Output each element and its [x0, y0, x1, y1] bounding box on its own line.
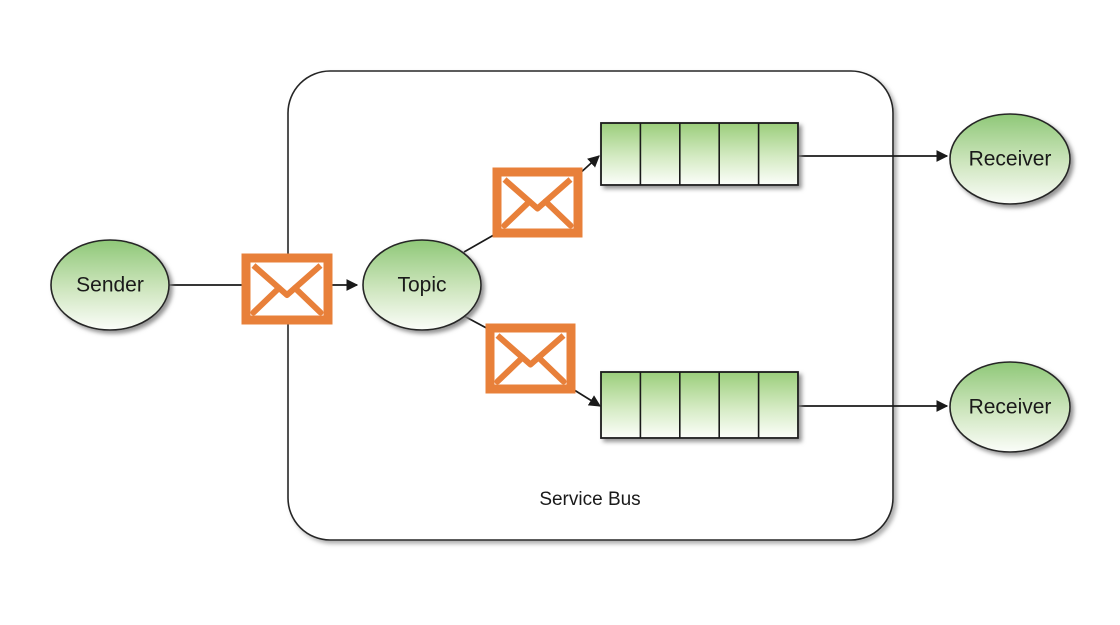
node-topic: Topic [362, 239, 482, 331]
queue-upper-dividers [639, 123, 760, 185]
topic-ellipse [362, 239, 482, 331]
sender-label: Sender [76, 274, 144, 297]
queue-lower-body [600, 371, 799, 439]
envelope-flap [251, 263, 323, 298]
receiver-2-ellipse [949, 361, 1071, 453]
receiver-1-label: Receiver [969, 148, 1052, 171]
topic-label: Topic [397, 274, 446, 297]
receiver-2-label: Receiver [969, 396, 1052, 419]
envelope-folds [494, 354, 567, 385]
receiver-1-ellipse [949, 113, 1071, 205]
queue-upper [600, 122, 799, 186]
envelope-flap [502, 177, 573, 212]
envelope-folds [501, 198, 574, 229]
node-sender: Sender [50, 239, 170, 331]
envelope-folds [250, 285, 324, 316]
queue-lower [600, 371, 799, 439]
sender-ellipse [50, 239, 170, 331]
connector-envelope-lower-to-queue [570, 387, 602, 407]
envelope-icon-subscription-upper [492, 167, 583, 238]
queue-lower-dividers [639, 372, 760, 438]
envelope-icon-inbound [241, 253, 333, 325]
envelope-flap [495, 333, 566, 368]
queue-upper-body [600, 122, 799, 186]
service-bus-label: Service Bus [539, 489, 640, 510]
node-receiver-2: Receiver [949, 361, 1071, 453]
envelope-icon-subscription-lower [485, 323, 576, 394]
connectors [169, 150, 949, 412]
node-receiver-1: Receiver [949, 113, 1071, 205]
